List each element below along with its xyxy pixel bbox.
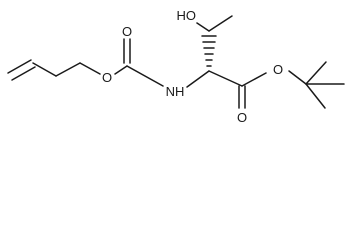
bond-o-tbu (288, 70, 307, 85)
atom-oxygen-ester-carbonyl: O (237, 110, 247, 125)
atom-hydroxyl: HO (177, 8, 197, 23)
bond-tbu-me-top (305, 61, 327, 85)
atom-oxygen-carbamate-ether: O (102, 70, 112, 85)
bond-calpha-ester-c (208, 70, 243, 87)
bond-cbeta-oh (196, 22, 210, 32)
bond-n-calpha (186, 70, 210, 88)
atom-oxygen-ester-ether: O (273, 62, 283, 77)
bond-tbu-me-bottom (305, 83, 326, 109)
atom-nh: NH (166, 84, 185, 99)
atom-oxygen-carbamate-carbonyl: O (122, 24, 132, 39)
bond-cbeta-methyl (208, 15, 233, 32)
bond-ch2-o (79, 62, 101, 75)
bond-carbamate-n (126, 65, 164, 87)
bond-ester-c-o (241, 72, 267, 87)
bond-vinyl-double-b (11, 66, 36, 81)
bond-calpha-cbeta-hashed (201, 35, 217, 67)
bond-vinyl-double-a (7, 59, 32, 74)
molecule-svg: HO NH O O O O (7, 8, 345, 125)
bond-allyl-ch (32, 62, 57, 77)
bond-allyl-ch2 (55, 62, 81, 77)
structure-diagram: HO NH O O O O (7, 8, 345, 125)
bond-o-carbamate-c (114, 65, 128, 75)
